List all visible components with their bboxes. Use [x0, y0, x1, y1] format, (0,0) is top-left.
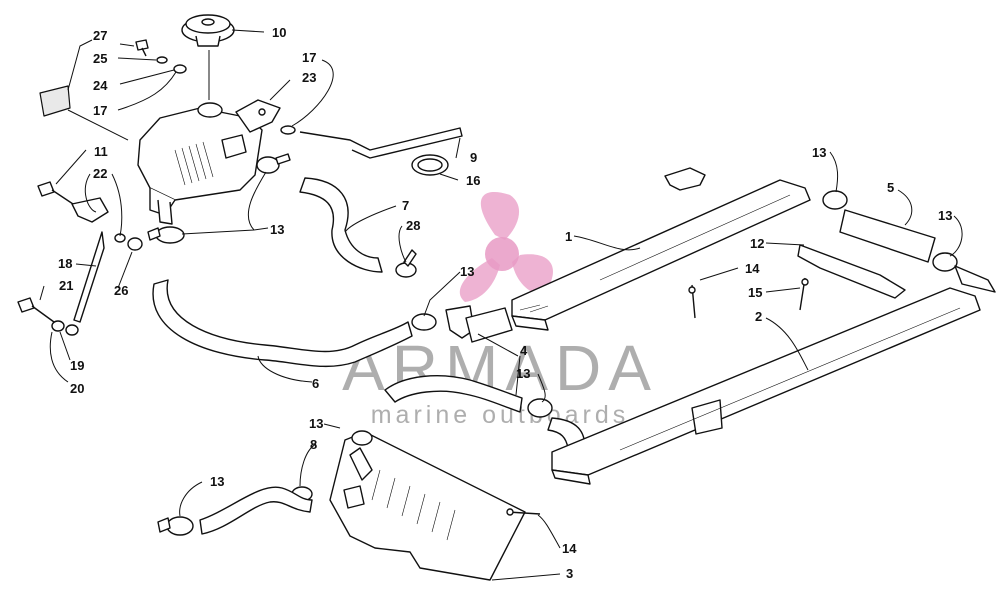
callout-8: 8 [310, 437, 317, 452]
part-21-bolt [17, 297, 55, 323]
part-13-clamp-tank-top [256, 153, 291, 174]
callout-10: 10 [272, 25, 286, 40]
part-13-clamp-upper-right-b [932, 252, 996, 293]
coolant-tank [137, 102, 263, 225]
logo-petal-left [459, 258, 500, 302]
callout-23: 23 [302, 70, 316, 85]
part-13-clamp-hose-8-end [157, 516, 194, 536]
callout-17: 17 [93, 103, 107, 118]
callout-1: 1 [565, 229, 572, 244]
callout-24: 24 [93, 78, 108, 93]
callout-7: 7 [402, 198, 409, 213]
callout-13-g: 13 [210, 474, 224, 489]
callout-14-a: 14 [745, 261, 760, 276]
logo-hub [485, 237, 519, 271]
callout-17-right: 17 [302, 50, 316, 65]
part-11-bolt [37, 181, 77, 207]
callout-13-e: 13 [938, 208, 952, 223]
part-19-washer [51, 320, 65, 332]
part-22-bracket [71, 197, 109, 223]
part-12-heat-exchanger [797, 244, 906, 299]
part-3-shield [329, 431, 526, 581]
callout-27: 27 [93, 28, 107, 43]
part-13-clamp-shield-top [351, 430, 373, 446]
part-14-rivet-b [506, 508, 541, 516]
callout-16: 16 [466, 173, 480, 188]
part-13-clamp-upper-right-a [822, 190, 848, 210]
watermark-tagline: marine outboards [371, 401, 630, 429]
watermark-logo [459, 191, 553, 302]
part-4-hose [384, 375, 523, 413]
callout-5: 5 [887, 180, 894, 195]
logo-petal-top [480, 191, 520, 240]
part-13-clamp-tank-bottom [147, 226, 185, 244]
callout-19: 19 [70, 358, 84, 373]
part-17-grommet-b [280, 125, 296, 135]
callout-18: 18 [58, 256, 72, 271]
part-1-heat-exchanger [511, 167, 811, 331]
part-6-hose [152, 279, 413, 368]
part-13-clamp-mid [411, 305, 513, 343]
callout-22: 22 [93, 166, 107, 181]
callout-13-b: 13 [270, 222, 284, 237]
callout-28: 28 [406, 218, 420, 233]
part-5-hose [839, 209, 936, 263]
part-15-rivet [799, 277, 809, 311]
part-18-rod [73, 231, 105, 323]
callout-13-c: 13 [516, 366, 530, 381]
part-10-radiator-cap [181, 14, 235, 47]
part-26-nut [127, 237, 143, 251]
part-14-rivet-a [688, 284, 696, 319]
callout-13-f: 13 [309, 416, 323, 431]
callout-6: 6 [312, 376, 319, 391]
logo-petal-right [512, 254, 553, 294]
part-8-hose [199, 486, 313, 535]
callout-2: 2 [755, 309, 762, 324]
part-17-grommet-a [173, 64, 187, 74]
part-28-clamp [395, 249, 417, 278]
callout-4: 4 [520, 343, 528, 358]
callout-20: 20 [70, 381, 84, 396]
callout-13-a: 13 [460, 264, 474, 279]
callout-14-b: 14 [562, 541, 577, 556]
callout-9: 9 [470, 150, 477, 165]
part-9-strap [299, 127, 463, 159]
part-7-hose [299, 177, 383, 273]
part-27-label-plate [39, 85, 71, 117]
callout-25: 25 [93, 51, 107, 66]
callout-26: 26 [114, 283, 128, 298]
callout-11: 11 [94, 144, 108, 159]
part-25-screw [135, 39, 149, 57]
callout-3: 3 [566, 566, 573, 581]
part-23-bracket [235, 99, 281, 133]
callout-numbers: 27 25 24 17 10 17 23 9 16 11 22 7 28 13 … [58, 25, 952, 581]
leader-lines [39, 29, 963, 581]
part-24-washer [156, 56, 168, 64]
callout-15: 15 [748, 285, 762, 300]
callout-13-d: 13 [812, 145, 826, 160]
callout-21: 21 [59, 278, 73, 293]
part-20-nut [65, 324, 79, 336]
part-16-clamp [411, 154, 449, 176]
callout-12: 12 [750, 236, 764, 251]
part-2-heat-exchanger [551, 287, 981, 485]
